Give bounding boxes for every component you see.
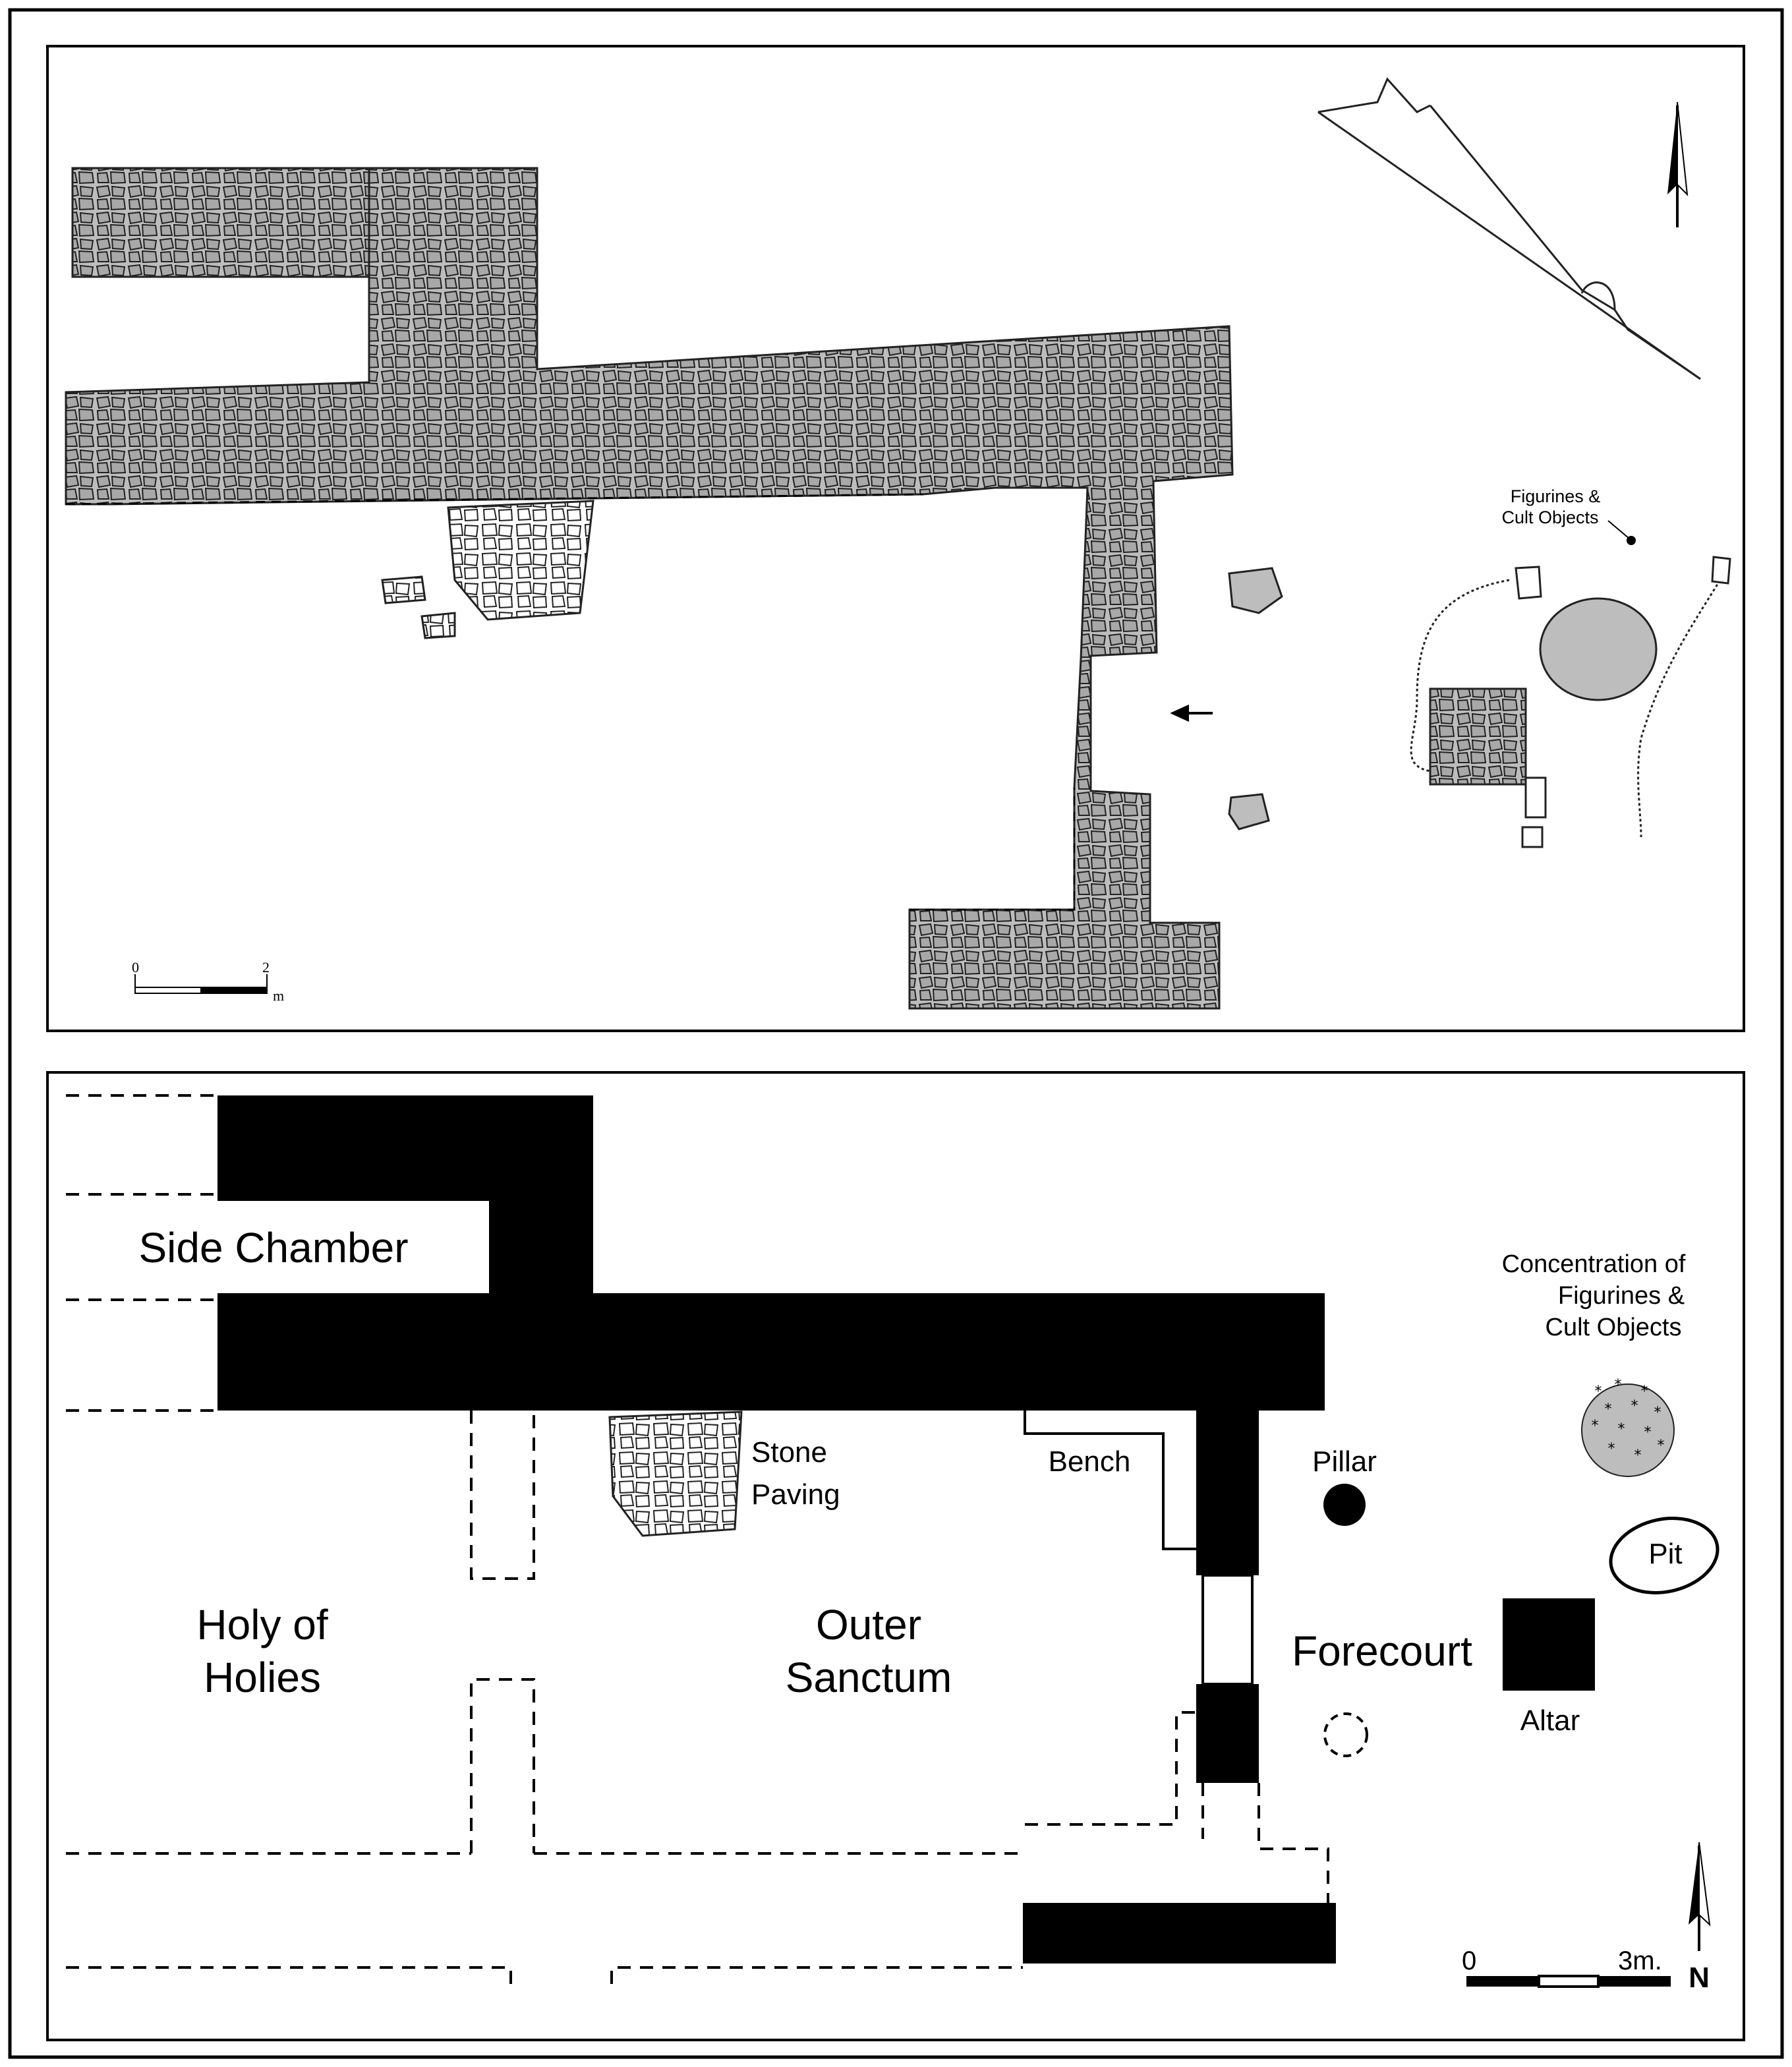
- holy-of-holies-label-line-2: Holies: [204, 1654, 321, 1701]
- scale-bottom-start: 0: [1462, 1946, 1476, 1975]
- svg-text:*: *: [1654, 1405, 1662, 1421]
- find-label-line-2: Cult Objects: [1501, 508, 1598, 527]
- concentration-stars: *** *** *** ***: [1592, 1377, 1665, 1464]
- stone-paving-label-line-1: Stone: [751, 1436, 827, 1469]
- wall-lower: [1023, 1903, 1336, 1964]
- altar-symbol: [1503, 1598, 1595, 1691]
- pit-outline-top: [1539, 597, 1658, 701]
- concentration-symbol: [1581, 1383, 1675, 1477]
- entrance-doorway: [1201, 1574, 1254, 1685]
- bottom-panel: *** *** *** *** Side Chamber Holy of Hol…: [46, 1071, 1745, 2041]
- north-arrow-top: [1667, 102, 1689, 227]
- svg-text:*: *: [1644, 1424, 1652, 1441]
- wall-main-horizontal: [217, 1293, 1325, 1411]
- top-panel: Figurines & Cult Objects 0 2 m: [46, 45, 1745, 1032]
- excavated-walls: [65, 167, 1234, 1010]
- find-label-line-1: Figurines &: [1511, 486, 1601, 506]
- stone-paving-label-line-2: Paving: [751, 1478, 840, 1511]
- reconstructed-walls: [66, 1094, 1329, 1984]
- svg-text:*: *: [1634, 1447, 1642, 1464]
- find-leader-line: [1607, 520, 1630, 539]
- pillar-symbol: [1323, 1484, 1366, 1526]
- reconstructed-edges: [65, 493, 1076, 911]
- svg-text:*: *: [1605, 1401, 1612, 1418]
- outer-sanctum-label-line-1: Outer: [816, 1601, 921, 1648]
- svg-text:*: *: [1592, 1418, 1599, 1434]
- scale-bottom-end: 3m.: [1618, 1946, 1662, 1975]
- svg-text:*: *: [1608, 1441, 1615, 1457]
- scale-bar-bottom: 0 3m.: [1462, 1946, 1671, 1988]
- wall-entrance-north: [1196, 1404, 1259, 1575]
- concentration-label-line-1: Concentration of: [1502, 1250, 1686, 1278]
- outer-sanctum-label-line-2: Sanctum: [786, 1654, 952, 1701]
- bench-label: Bench: [1049, 1445, 1131, 1478]
- walls: [217, 1095, 1336, 1964]
- topographic-section: [1317, 77, 1701, 380]
- side-chamber-label: Side Chamber: [138, 1224, 408, 1271]
- wall-entrance-south: [1196, 1684, 1259, 1783]
- svg-text:*: *: [1641, 1383, 1648, 1400]
- bottom-panel-frame: [46, 1071, 1745, 2041]
- bench-outline: [1024, 1411, 1196, 1550]
- entrance-arrow: [1170, 704, 1213, 722]
- svg-text:*: *: [1658, 1438, 1665, 1454]
- svg-text:*: *: [1595, 1383, 1602, 1400]
- stone-paving-area: [608, 1411, 743, 1537]
- forecourt-label: Forecourt: [1292, 1627, 1472, 1675]
- wall-partition: [489, 1095, 593, 1310]
- forecourt-stones: [1515, 556, 1731, 848]
- holy-of-holies-label-line-1: Holy of: [196, 1601, 328, 1648]
- scale-top-start: 0: [132, 959, 139, 975]
- scale-top-unit: m: [273, 987, 284, 1004]
- scale-top-end: 2: [262, 959, 270, 975]
- outer-frame: [8, 8, 1784, 2059]
- stone-blob: [1228, 793, 1270, 830]
- concentration-label-line-2: Figurines &: [1558, 1282, 1685, 1310]
- north-label: N: [1689, 1962, 1710, 1994]
- scale-bar-top: 0 2 m: [132, 959, 284, 1004]
- svg-text:*: *: [1615, 1377, 1622, 1393]
- concentration-label-line-3: Cult Objects: [1546, 1314, 1682, 1341]
- pit-label: Pit: [1648, 1538, 1682, 1570]
- stone-blob: [1228, 567, 1283, 614]
- svg-text:*: *: [1631, 1398, 1638, 1414]
- forecourt-outline: [1410, 579, 1721, 838]
- pit-symbol: [1609, 1517, 1720, 1594]
- altar-label: Altar: [1520, 1704, 1580, 1737]
- svg-text:*: *: [1618, 1421, 1625, 1438]
- loose-stones: [381, 500, 594, 639]
- pillar-label: Pillar: [1312, 1445, 1377, 1478]
- north-arrow-bottom: N: [1689, 1842, 1711, 1994]
- pillar-base-dashed: [1323, 1712, 1368, 1757]
- altar-stones-top: [1429, 687, 1527, 786]
